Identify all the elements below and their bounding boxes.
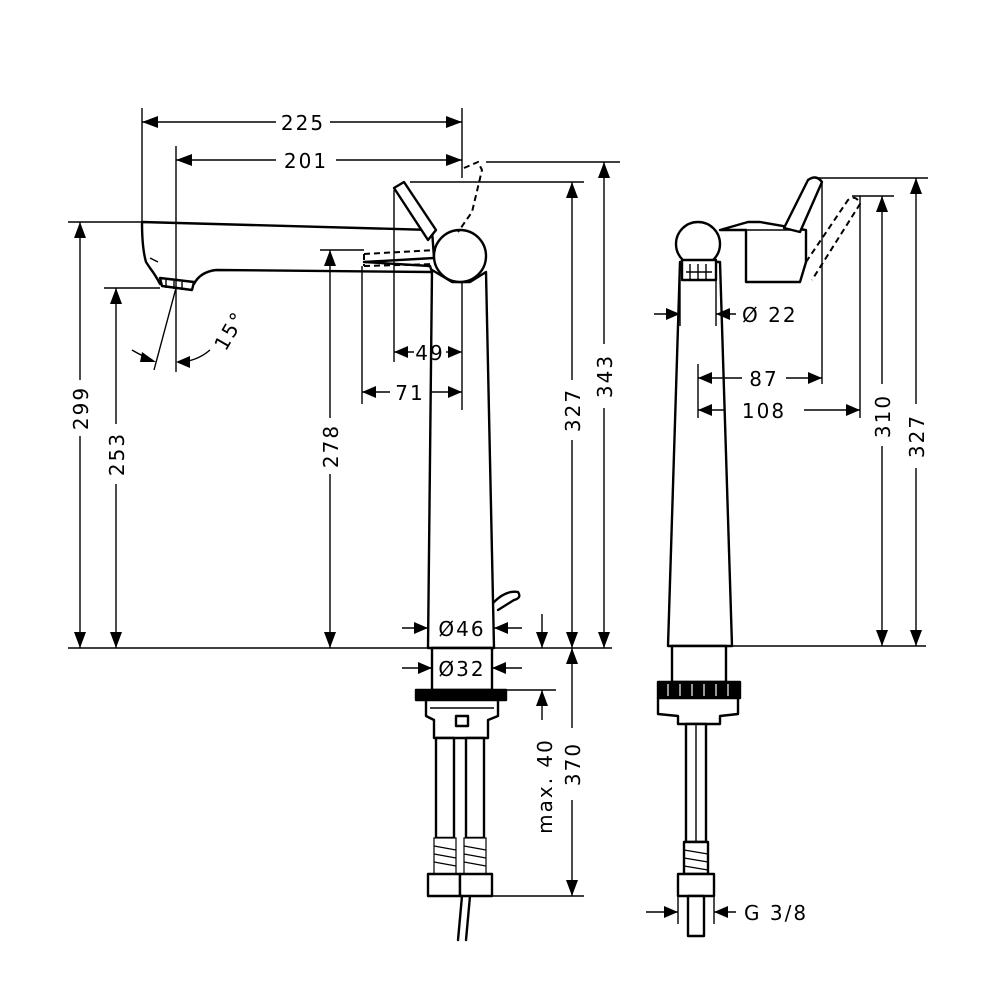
dim-327-front: 327 xyxy=(561,388,585,432)
front-connection-nut-right xyxy=(458,872,494,898)
dim-225: 225 xyxy=(281,111,325,135)
front-popup-rod xyxy=(492,590,521,612)
dim-diameter-46: Ø46 xyxy=(438,617,485,641)
front-aerator xyxy=(158,276,196,292)
dim-side-87: 87 xyxy=(749,367,778,391)
front-dimensions: 225 201 15° 49 71 299 xyxy=(68,108,620,897)
dim-diameter-32: Ø32 xyxy=(438,657,485,681)
side-body xyxy=(666,260,734,648)
front-body xyxy=(426,268,496,650)
dim-343: 343 xyxy=(593,354,617,398)
dim-side-108: 108 xyxy=(742,399,786,423)
front-lever xyxy=(392,180,438,242)
side-dimensions: Ø 22 87 108 310 327 xyxy=(646,177,929,925)
dim-49: 49 xyxy=(415,341,444,365)
dim-angle-15: 15° xyxy=(209,307,251,355)
side-fixing-nut xyxy=(656,696,740,726)
front-view-faucet xyxy=(140,160,521,942)
side-view-faucet xyxy=(656,176,862,938)
front-connection-nut-left xyxy=(426,872,462,898)
dim-side-327: 327 xyxy=(905,414,929,458)
front-lever-hub xyxy=(432,228,488,284)
side-lever xyxy=(782,176,824,234)
dim-71: 71 xyxy=(395,381,424,405)
dim-max-40: max. 40 xyxy=(533,738,557,834)
dim-299: 299 xyxy=(69,386,93,430)
dim-side-diameter-22: Ø 22 xyxy=(742,303,798,327)
dim-g-3-8: G 3/8 xyxy=(744,901,808,925)
dim-201: 201 xyxy=(284,149,328,173)
side-shank xyxy=(670,644,728,684)
front-hose-right xyxy=(464,736,486,840)
front-hose-left xyxy=(434,736,456,840)
front-spout xyxy=(140,220,436,286)
side-connection-nut xyxy=(676,872,716,898)
dim-370: 370 xyxy=(561,742,585,786)
dim-253: 253 xyxy=(105,432,129,476)
dim-side-310: 310 xyxy=(871,394,895,438)
dim-278: 278 xyxy=(319,424,343,468)
